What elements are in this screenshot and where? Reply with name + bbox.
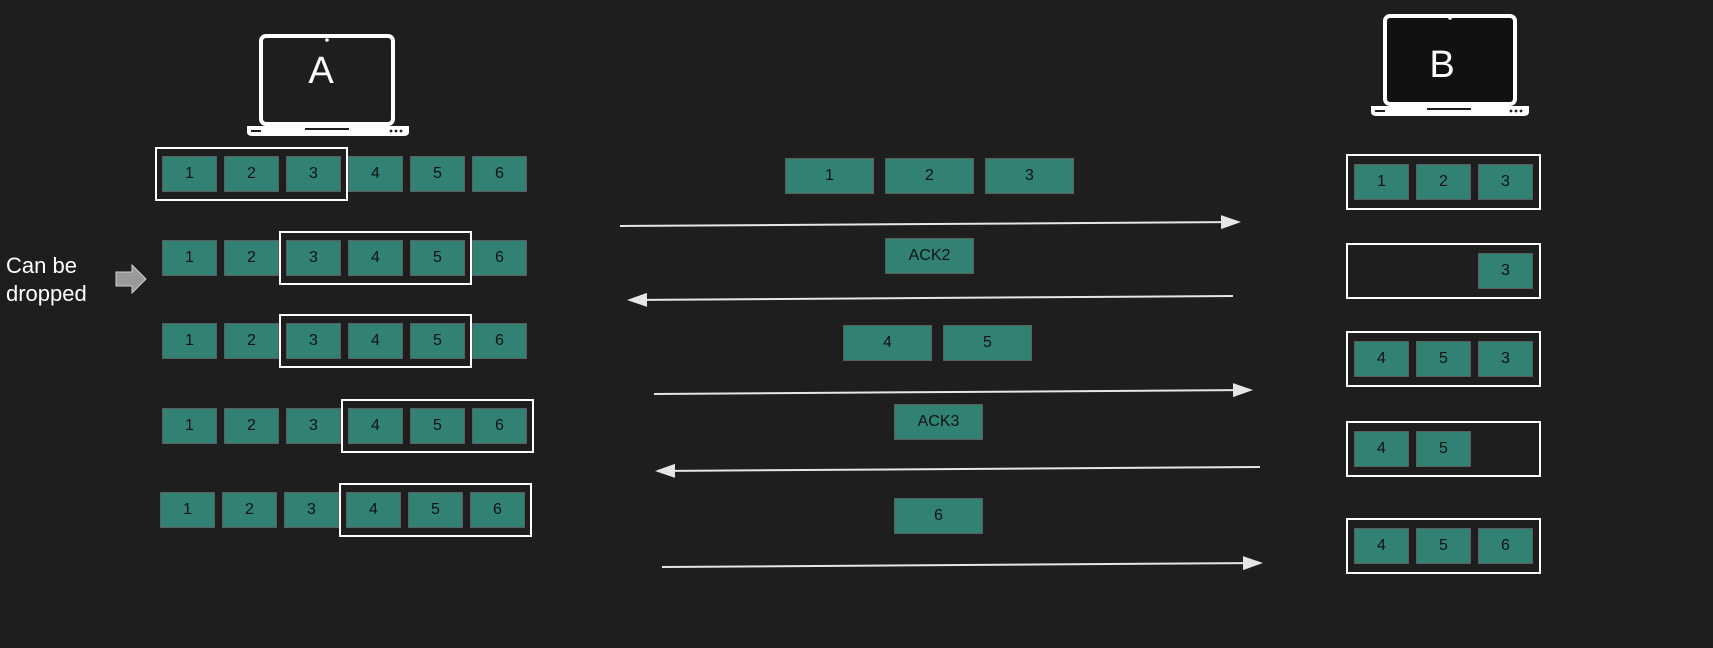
- host-b-label: B: [1429, 44, 1455, 86]
- receiver-packet: 4: [1354, 528, 1409, 564]
- message-arrow-line: [646, 295, 1234, 301]
- sender-packet: 3: [286, 408, 341, 444]
- in-flight-packet: 2: [885, 158, 974, 194]
- sender-packet: 5: [410, 408, 465, 444]
- receiver-buffer: [1346, 518, 1541, 574]
- sender-packet: 1: [162, 156, 217, 192]
- host-a-label: A: [308, 50, 334, 92]
- sender-packet: 4: [348, 408, 403, 444]
- sender-packet: 2: [224, 156, 279, 192]
- sender-packet: 3: [284, 492, 339, 528]
- receiver-packet: 3: [1478, 341, 1533, 377]
- message-arrow-line: [674, 466, 1261, 472]
- right-arrow-icon: [115, 264, 147, 294]
- sender-packet: 5: [410, 156, 465, 192]
- message-arrow-line: [661, 562, 1244, 568]
- receiver-packet: 5: [1416, 341, 1471, 377]
- sender-packet: 5: [410, 323, 465, 359]
- sender-packet: 6: [472, 156, 527, 192]
- sender-packet: 3: [286, 156, 341, 192]
- in-flight-packet: ACK2: [885, 238, 974, 274]
- in-flight-packet: ACK3: [894, 404, 983, 440]
- in-flight-packet: 4: [843, 325, 932, 361]
- receiver-packet: 3: [1478, 253, 1533, 289]
- receiver-packet: 6: [1478, 528, 1533, 564]
- sender-window: [155, 147, 348, 201]
- arrowhead-icon: [655, 463, 676, 478]
- sender-window: [279, 231, 472, 285]
- sender-packet: 4: [348, 323, 403, 359]
- receiver-packet: 5: [1416, 528, 1471, 564]
- sender-packet: 6: [472, 240, 527, 276]
- sender-packet: 5: [408, 492, 463, 528]
- arrowhead-icon: [1242, 556, 1263, 571]
- sender-packet: 4: [348, 156, 403, 192]
- receiver-packet: 3: [1478, 164, 1533, 200]
- sender-packet: 6: [472, 323, 527, 359]
- sender-packet: 1: [162, 323, 217, 359]
- in-flight-packet: 1: [785, 158, 874, 194]
- laptop-a-icon: [247, 34, 409, 136]
- arrowhead-icon: [1232, 383, 1253, 398]
- sender-packet: 2: [224, 408, 279, 444]
- receiver-packet: 4: [1354, 341, 1409, 377]
- receiver-packet: 5: [1416, 431, 1471, 467]
- sender-packet: 2: [224, 323, 279, 359]
- sender-packet: 2: [224, 240, 279, 276]
- sender-packet: 6: [472, 408, 527, 444]
- sender-window: [341, 399, 534, 453]
- laptop-b-icon: [1371, 14, 1529, 116]
- receiver-packet: 1: [1354, 164, 1409, 200]
- receiver-buffer: [1346, 154, 1541, 210]
- message-arrow-line: [619, 221, 1222, 227]
- sender-packet: 6: [470, 492, 525, 528]
- arrowhead-icon: [1220, 215, 1241, 230]
- sender-packet: 1: [160, 492, 215, 528]
- sender-window: [339, 483, 532, 537]
- receiver-buffer: [1346, 421, 1541, 477]
- sender-packet: 3: [286, 240, 341, 276]
- arrowhead-icon: [627, 292, 648, 307]
- in-flight-packet: 3: [985, 158, 1074, 194]
- sender-packet: 4: [348, 240, 403, 276]
- receiver-packet: 4: [1354, 431, 1409, 467]
- sender-packet: 2: [222, 492, 277, 528]
- sender-packet: 1: [162, 408, 217, 444]
- receiver-buffer: [1346, 331, 1541, 387]
- in-flight-packet: 6: [894, 498, 983, 534]
- message-arrow-line: [653, 389, 1234, 395]
- sender-packet: 5: [410, 240, 465, 276]
- receiver-buffer: [1346, 243, 1541, 299]
- sender-packet: 3: [286, 323, 341, 359]
- receiver-packet: 2: [1416, 164, 1471, 200]
- annotation-line-2: dropped: [6, 281, 87, 306]
- sender-packet: 4: [346, 492, 401, 528]
- in-flight-packet: 5: [943, 325, 1032, 361]
- sender-window: [279, 314, 472, 368]
- sender-packet: 1: [162, 240, 217, 276]
- annotation-line-1: Can be: [6, 253, 77, 278]
